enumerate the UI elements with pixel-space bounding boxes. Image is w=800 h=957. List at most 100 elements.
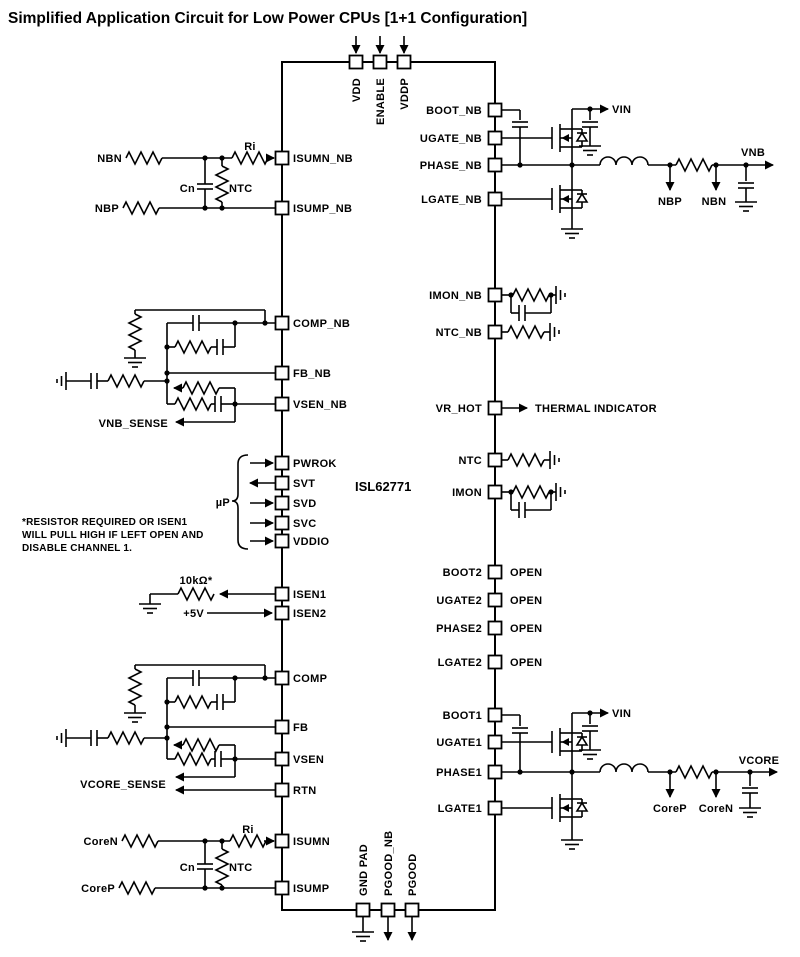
component-label-ri-core: Ri — [242, 824, 254, 836]
net-label-nbn-out: NBN — [702, 196, 727, 208]
component-label-ntc-core: NTC — [229, 862, 253, 874]
pin-label-isumn-nb: ISUMN_NB — [293, 153, 353, 165]
pin-isumn-nb — [274, 150, 290, 166]
resistor-imon — [512, 485, 550, 499]
net-label-vcore-sense: VCORE_SENSE — [80, 779, 166, 791]
resistor-nbn — [125, 151, 163, 165]
pin-pwrok — [274, 455, 290, 471]
component-label-ntc: NTC — [229, 183, 253, 195]
pin-label-ugate2: UGATE2 — [436, 595, 482, 607]
capacitor-vsen-nb — [214, 395, 222, 413]
pin-label-comp-nb: COMP_NB — [293, 318, 350, 330]
ground-fb-nb — [56, 371, 67, 391]
note-line-1: *RESISTOR REQUIRED OR ISEN1 — [22, 517, 187, 528]
capacitor-fb — [90, 729, 98, 747]
resistor-droop — [182, 738, 220, 752]
pin-phase2 — [487, 620, 503, 636]
pin-label-lgate1: LGATE1 — [438, 803, 482, 815]
microprocessor-interface: µP — [216, 454, 276, 550]
pin-label-boot2: BOOT2 — [443, 567, 482, 579]
ground-fb — [56, 728, 67, 748]
capacitor-comp-nb-2 — [216, 338, 224, 356]
pin-label-rtn: RTN — [293, 785, 317, 797]
resistor-isen1-10k — [177, 587, 215, 601]
pin-label-ugate-nb: UGATE_NB — [420, 133, 482, 145]
ground-comp — [123, 704, 147, 723]
pin-label-fb: FB — [293, 722, 308, 734]
pin-isen2 — [274, 605, 290, 621]
pin-imon — [487, 484, 503, 500]
net-label-microprocessor: µP — [216, 497, 230, 509]
open-pin-labels: OPEN OPEN OPEN OPEN — [510, 567, 542, 669]
resistor-fb — [107, 731, 145, 745]
pin-labels-top: VDD ENABLE VDDP — [351, 78, 411, 125]
resistor-corep — [118, 881, 156, 895]
pins-right — [487, 102, 503, 816]
component-label-ri: Ri — [244, 141, 256, 153]
pin-boot2 — [487, 564, 503, 580]
mosfet-ch1-high-side — [551, 727, 588, 757]
net-label-coren: CoreN — [83, 836, 118, 848]
net-label-corep-out: CoreP — [653, 803, 687, 815]
pin-label-phase2: PHASE2 — [436, 623, 482, 635]
ground-vcore-out — [738, 799, 762, 818]
pin-label-ugate1: UGATE1 — [436, 737, 482, 749]
pin-pgood-nb — [380, 902, 396, 918]
isen-note: *RESISTOR REQUIRED OR ISEN1 WILL PULL HI… — [22, 517, 203, 554]
ground-imon — [555, 482, 566, 502]
resistor-ri-nb — [231, 151, 269, 165]
pin-vddp — [396, 54, 412, 70]
pin-svc — [274, 515, 290, 531]
capacitor-vsen — [214, 750, 222, 768]
capacitor-imon-nb — [518, 304, 526, 322]
resistor-ntc-pin — [507, 453, 545, 467]
pin-label-isen2: ISEN2 — [293, 608, 326, 620]
pin-labels-right: BOOT_NB UGATE_NB PHASE_NB LGATE_NB IMON_… — [420, 105, 482, 815]
resistor-ntc-nb — [215, 165, 229, 203]
pin-pgood — [404, 902, 420, 918]
net-label-coren-out: CoreN — [699, 803, 734, 815]
net-label-vin-ch1: VIN — [612, 708, 631, 720]
pin-lgate-nb — [487, 191, 503, 207]
pin-label-isump: ISUMP — [293, 883, 329, 895]
nb-power-stage: VIN VNB NBP NBN — [501, 104, 774, 239]
resistor-vsen-nb — [174, 397, 212, 411]
pin-ugate2 — [487, 592, 503, 608]
ground-imon-nb — [555, 285, 566, 305]
pin-label-vsen: VSEN — [293, 754, 324, 766]
chip-body — [281, 61, 496, 911]
note-line-3: DISABLE CHANNEL 1. — [22, 543, 132, 554]
ntc-filter — [501, 450, 560, 470]
pin-label-phase-nb: PHASE_NB — [420, 160, 482, 172]
resistor-ri-core — [229, 834, 267, 848]
ground-isen1 — [138, 595, 162, 614]
resistor-comp — [174, 695, 212, 709]
ntc-nb-filter — [501, 322, 560, 342]
ground-vnb-out — [734, 193, 758, 212]
pins-top — [348, 54, 412, 70]
resistor-comp-nb-gnd — [128, 313, 142, 351]
pin-label-vsen-nb: VSEN_NB — [293, 399, 347, 411]
pin-label-svc: SVC — [293, 518, 317, 530]
capacitor-boot1 — [511, 727, 529, 734]
capacitor-imon — [518, 501, 526, 519]
pin-fb — [274, 719, 290, 735]
net-label-vin-nb: VIN — [612, 104, 631, 116]
core-current-sense-network: CoreN CoreP Ri Cn NTC — [81, 824, 276, 895]
pin-fb-nb — [274, 365, 290, 381]
pin-labels-left: ISUMN_NB ISUMP_NB COMP_NB FB_NB VSEN_NB … — [293, 153, 353, 895]
capacitor-vcore-out — [741, 787, 759, 794]
ground-nb-low-side — [560, 220, 584, 239]
capacitor-comp-2 — [216, 693, 224, 711]
inductor-ch1 — [599, 763, 649, 773]
pin-svt — [274, 475, 290, 491]
pin-label-vddp: VDDP — [399, 78, 411, 110]
resistor-imon-nb — [512, 288, 550, 302]
open-label-ugate2: OPEN — [510, 595, 542, 607]
resistor-coren — [121, 834, 159, 848]
pin-vddio — [274, 533, 290, 549]
capacitor-comp-nb-1 — [192, 314, 200, 332]
imon-nb-filter — [501, 285, 566, 322]
pin-label-ntc-nb: NTC_NB — [436, 327, 482, 339]
